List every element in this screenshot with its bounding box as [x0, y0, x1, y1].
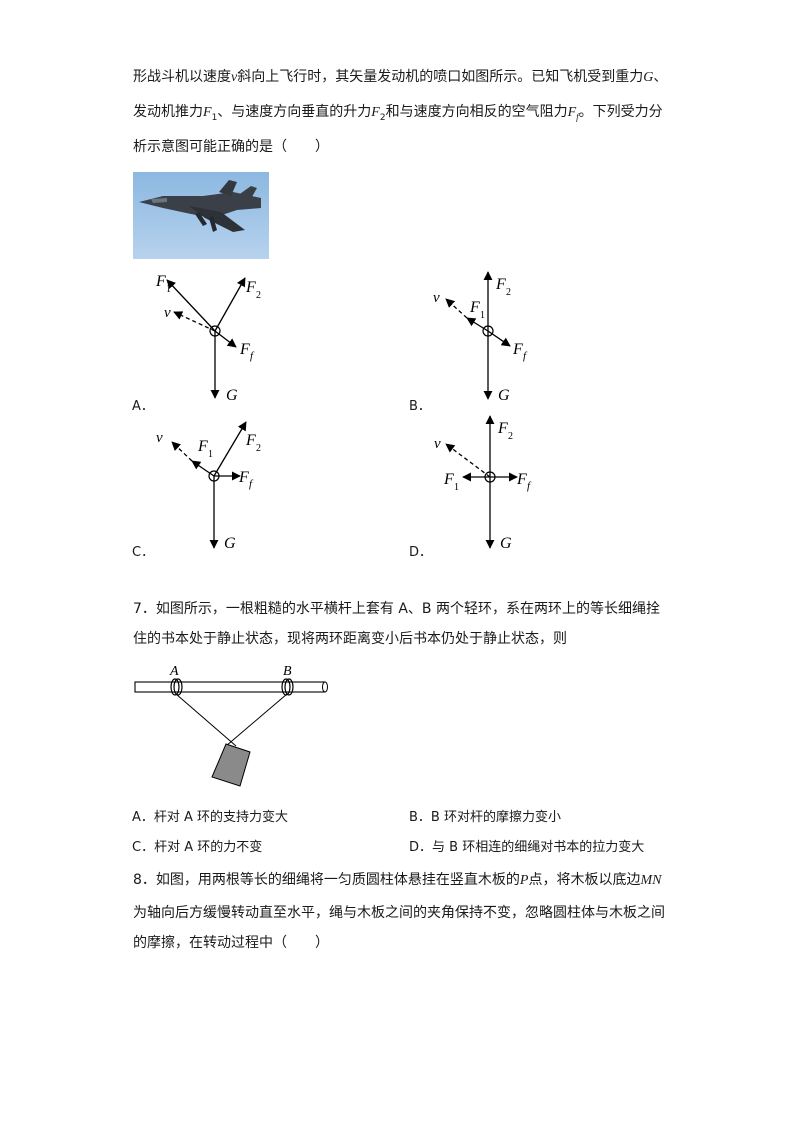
rope-a — [175, 693, 237, 747]
svg-text:v: v — [156, 430, 163, 446]
q7-option-b[interactable]: B．B 环对杆的摩擦力变小 — [409, 810, 561, 825]
svg-text:2: 2 — [256, 290, 261, 301]
arrow-ff — [487, 330, 511, 347]
svg-text:G: G — [498, 387, 510, 404]
q8-line-3: 的摩擦，在转动过程中（ ） — [133, 935, 329, 951]
svg-text:F: F — [495, 276, 506, 293]
rod-rings-book-diagram: A B — [134, 664, 328, 787]
svg-text:F: F — [238, 469, 249, 486]
svg-text:F: F — [239, 341, 250, 358]
q7-line-1: 7．如图所示，一根粗糙的水平横杆上套有 A、B 两个轻环，系在两环上的等长细绳拴 — [133, 601, 660, 617]
book — [211, 743, 251, 787]
svg-text:F: F — [512, 341, 523, 358]
q7-option-d[interactable]: D．与 B 环相连的细绳对书本的拉力变大 — [409, 840, 645, 855]
ring-a — [170, 678, 180, 696]
arrow-f1 — [166, 279, 216, 332]
svg-text:1: 1 — [208, 449, 213, 460]
svg-text:1: 1 — [480, 310, 485, 321]
svg-text:G: G — [500, 535, 512, 552]
svg-text:F: F — [155, 273, 166, 290]
rope-b — [225, 693, 288, 747]
q6-line-2: 发动机推力F1、与速度方向垂直的升力F2和与速度方向相反的空气阻力Ff。下列受力… — [133, 104, 663, 123]
arrow-f1 — [191, 460, 215, 477]
arrow-f2 — [213, 421, 247, 477]
svg-text:B: B — [283, 664, 292, 679]
q6-line-3: 析示意图可能正确的是（ ） — [133, 139, 329, 155]
svg-text:1: 1 — [454, 482, 459, 493]
svg-text:1: 1 — [166, 284, 171, 295]
svg-text:F: F — [245, 432, 256, 449]
option-b-letter[interactable]: B． — [409, 399, 431, 414]
q8-line-2: 为轴向后方缓慢转动直至水平，绳与木板之间的夹角保持不变，忽略圆柱体与木板之间 — [133, 905, 665, 921]
svg-text:f: f — [523, 350, 528, 362]
svg-text:2: 2 — [508, 431, 513, 442]
horizontal-rod — [134, 681, 326, 693]
svg-text:F: F — [443, 471, 454, 488]
svg-text:2: 2 — [256, 443, 261, 454]
svg-text:f: f — [249, 478, 254, 490]
q7-option-a[interactable]: A．杆对 A 环的支持力变大 — [132, 810, 289, 825]
svg-text:F: F — [497, 420, 508, 437]
svg-text:v: v — [164, 305, 171, 321]
arrow-f1 — [466, 317, 489, 332]
svg-text:G: G — [224, 535, 236, 552]
jet-icon — [139, 180, 261, 232]
q8-line-1: 8．如图，用两根等长的细绳将一匀质圆柱体悬挂在竖直木板的P点，将木板以底边MN — [133, 872, 662, 888]
svg-text:A: A — [169, 664, 179, 679]
svg-text:f: f — [527, 480, 532, 492]
svg-text:F: F — [197, 438, 208, 455]
option-c-letter[interactable]: C． — [132, 545, 155, 560]
svg-text:F: F — [469, 299, 480, 316]
q7-line-2: 住的书本处于静止状态，现将两环距离变小后书本仍处于静止状态，则 — [133, 631, 567, 647]
svg-text:F: F — [245, 279, 256, 296]
arrow-v — [445, 443, 491, 478]
svg-text:f: f — [250, 350, 255, 362]
arrow-ff — [214, 330, 237, 348]
svg-text:2: 2 — [506, 287, 511, 298]
svg-text:v: v — [434, 436, 441, 452]
q6-line-1: 形战斗机以速度v斜向上飞行时，其矢量发动机的喷口如图所示。已知飞机受到重力G、 — [133, 69, 668, 85]
fighter-jet-photo — [133, 172, 269, 259]
svg-text:v: v — [433, 290, 440, 306]
q7-option-c[interactable]: C．杆对 A 环的力不变 — [132, 840, 263, 855]
svg-text:G: G — [226, 387, 238, 404]
arrow-v — [445, 298, 468, 319]
arrow-v — [173, 311, 216, 332]
arrow-f2 — [214, 277, 246, 332]
option-a-letter[interactable]: A． — [132, 399, 154, 414]
svg-text:F: F — [516, 471, 527, 488]
option-d-letter[interactable]: D． — [409, 545, 433, 560]
arrow-v — [171, 441, 193, 462]
